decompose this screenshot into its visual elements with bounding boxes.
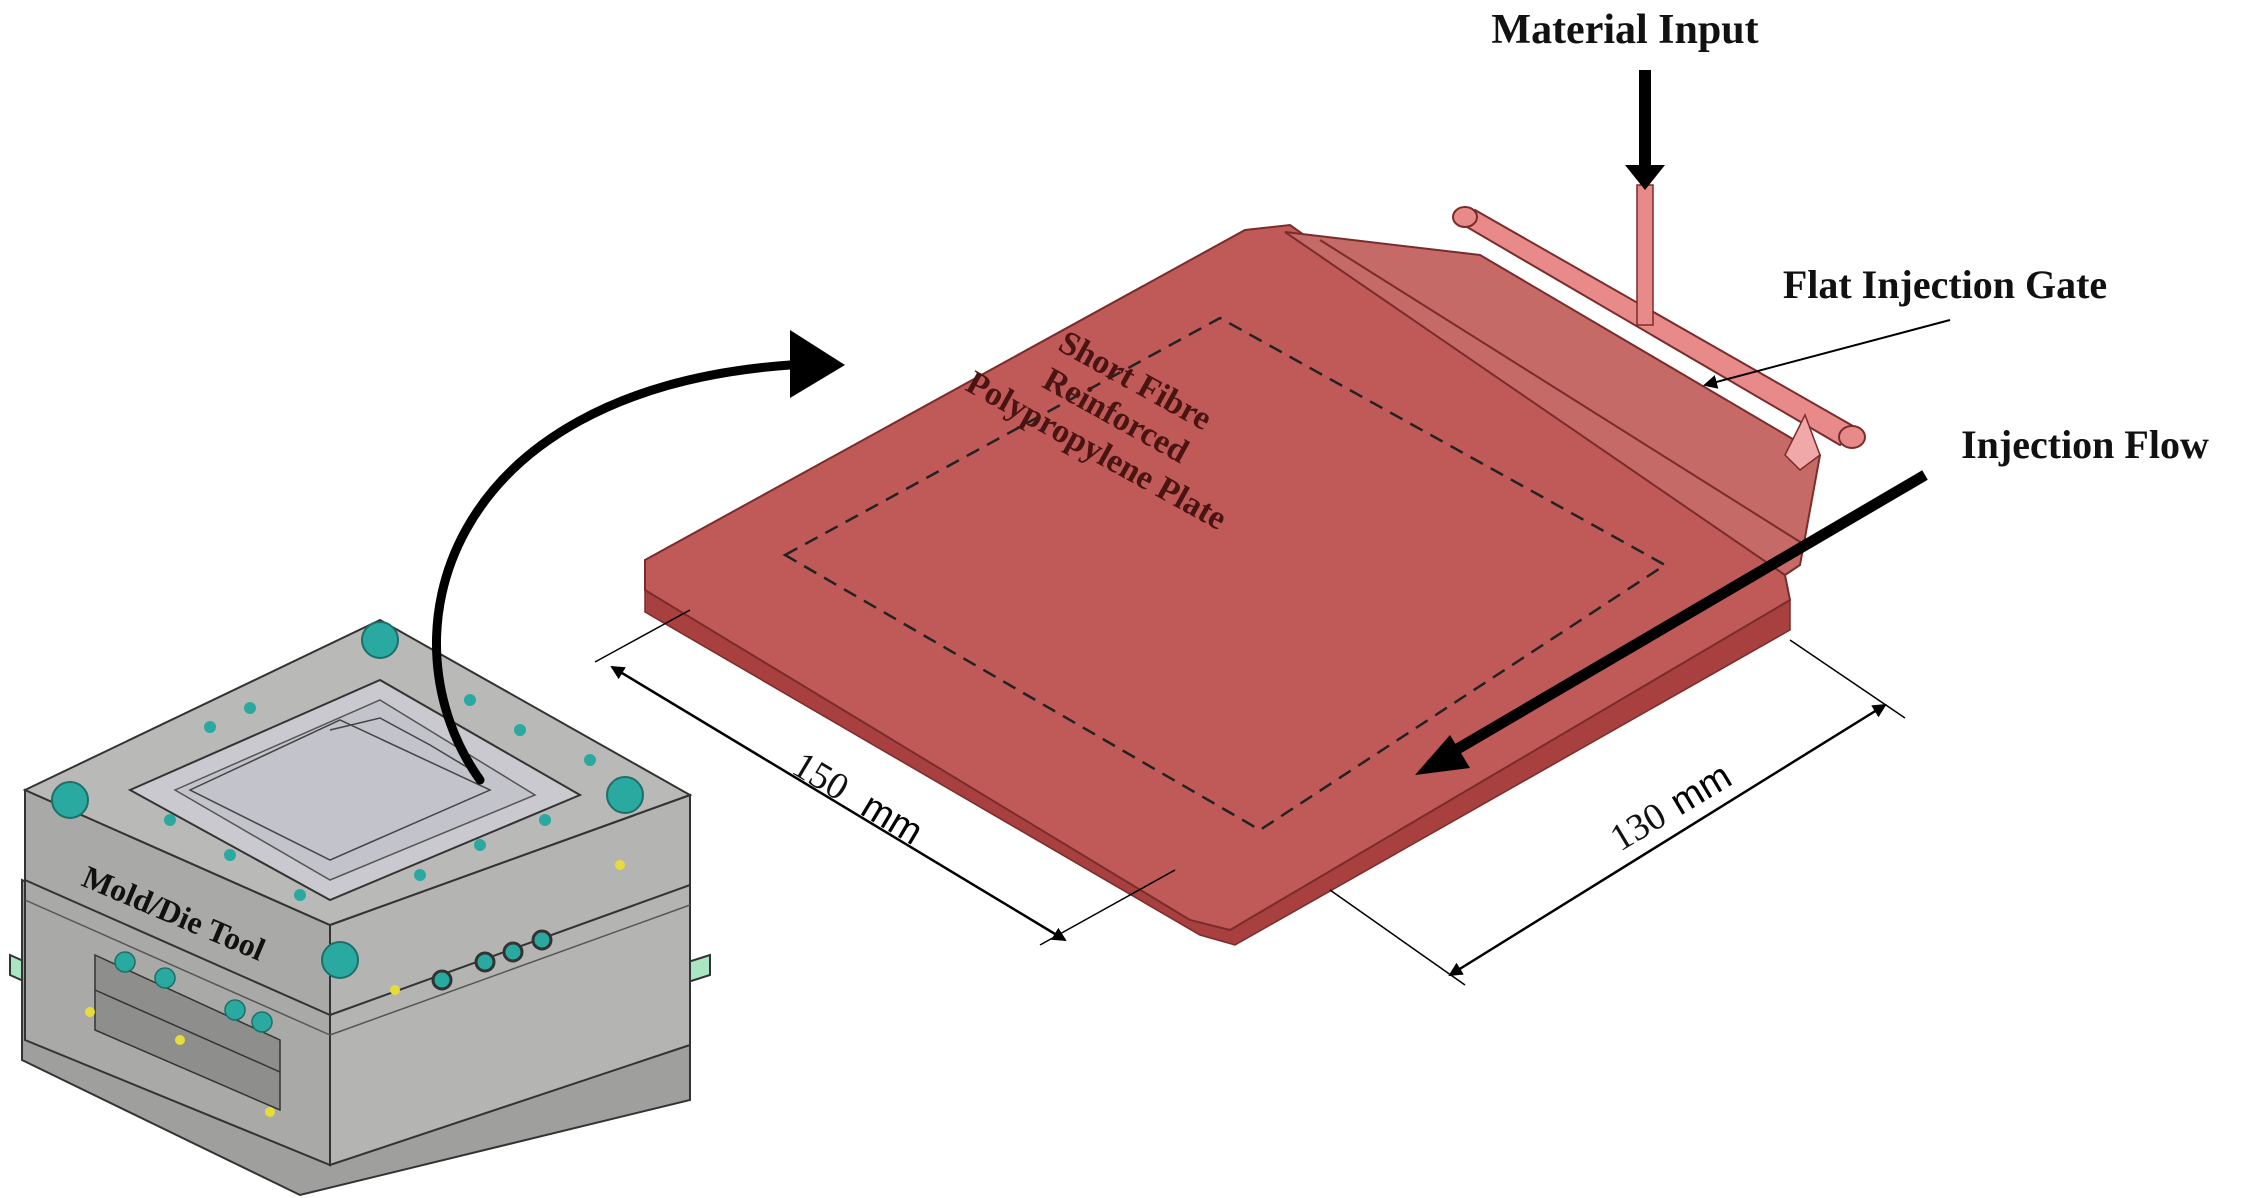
mold-hole (321, 941, 359, 979)
transfer-arrow-head (790, 330, 845, 398)
mold-hole (51, 781, 89, 819)
gate-region (1284, 231, 1822, 577)
svg-text:130: 130 (1603, 794, 1673, 859)
material-input-label: Material Input (1491, 7, 1758, 53)
transfer-arrow (432, 360, 795, 785)
svg-text:mm: mm (1663, 755, 1739, 824)
mold-connectors (431, 929, 553, 991)
injection-flow-label: Injection Flow (1961, 422, 2209, 467)
sprue (1636, 184, 1654, 326)
flat-injection-gate-label: Flat Injection Gate (1783, 262, 2107, 307)
mold-die-tool: Mold/Die Tool (9, 618, 711, 1197)
mold-hole (361, 621, 399, 659)
mold-hole (606, 776, 644, 814)
svg-text:150: 150 (785, 744, 855, 809)
gate-leader-line (1703, 319, 1951, 389)
svg-text:mm: mm (854, 785, 930, 854)
sampling-region (782, 316, 1668, 832)
